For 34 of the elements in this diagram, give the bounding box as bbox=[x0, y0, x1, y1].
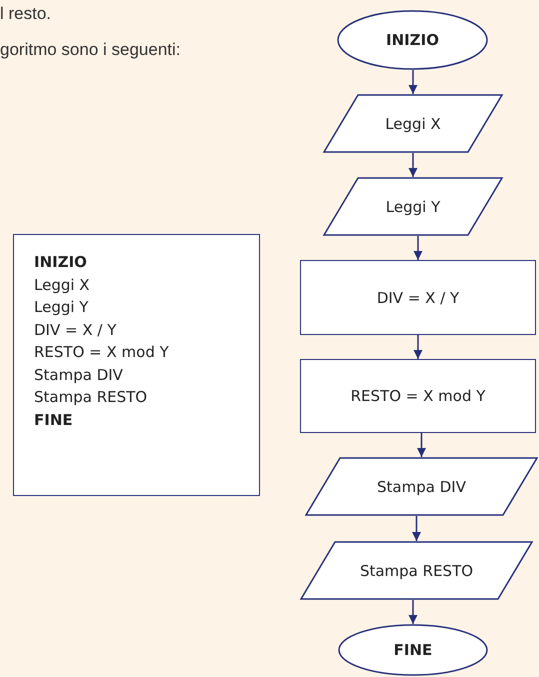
node-label: FINE bbox=[394, 641, 432, 659]
process-box bbox=[300, 359, 536, 433]
arrow bbox=[412, 516, 421, 541]
node-label: Stampa RESTO bbox=[360, 562, 474, 580]
arrow bbox=[408, 70, 418, 94]
node-label: Stampa DIV bbox=[377, 478, 466, 496]
input-output-parallelogram bbox=[323, 94, 503, 153]
pseudocode-line: INIZIO bbox=[34, 252, 88, 273]
intro-text: goritmo sono i seguenti: bbox=[0, 40, 180, 60]
pseudocode-line: RESTO = X mod Y bbox=[34, 342, 170, 363]
arrow bbox=[414, 236, 422, 260]
pseudocode-line: Stampa DIV bbox=[34, 364, 124, 386]
node-label: INIZIO bbox=[386, 31, 439, 49]
pseudocode-box bbox=[13, 234, 260, 496]
pseudocode-line: Leggi Y bbox=[34, 297, 90, 318]
pseudocode-line: Leggi X bbox=[34, 274, 91, 296]
input-output-parallelogram bbox=[300, 541, 533, 600]
pseudocode-line: FINE bbox=[34, 410, 74, 430]
arrow bbox=[414, 335, 422, 359]
node-label: Leggi X bbox=[385, 114, 441, 132]
terminal-ellipse bbox=[337, 10, 488, 70]
process-box bbox=[300, 260, 536, 335]
arrow bbox=[408, 600, 418, 624]
intro-text: l resto. bbox=[0, 4, 52, 24]
node-label: Leggi Y bbox=[386, 198, 440, 216]
pseudocode-line: Stampa RESTO bbox=[34, 387, 148, 408]
arrow bbox=[408, 153, 418, 177]
input-output-parallelogram bbox=[305, 457, 538, 516]
pseudocode-line: DIV = X / Y bbox=[34, 320, 118, 340]
arrow bbox=[417, 433, 426, 457]
input-output-parallelogram bbox=[323, 177, 503, 236]
node-label: RESTO = X mod Y bbox=[350, 387, 486, 405]
node-label: DIV = X / Y bbox=[376, 288, 460, 306]
terminal-ellipse bbox=[338, 624, 488, 676]
